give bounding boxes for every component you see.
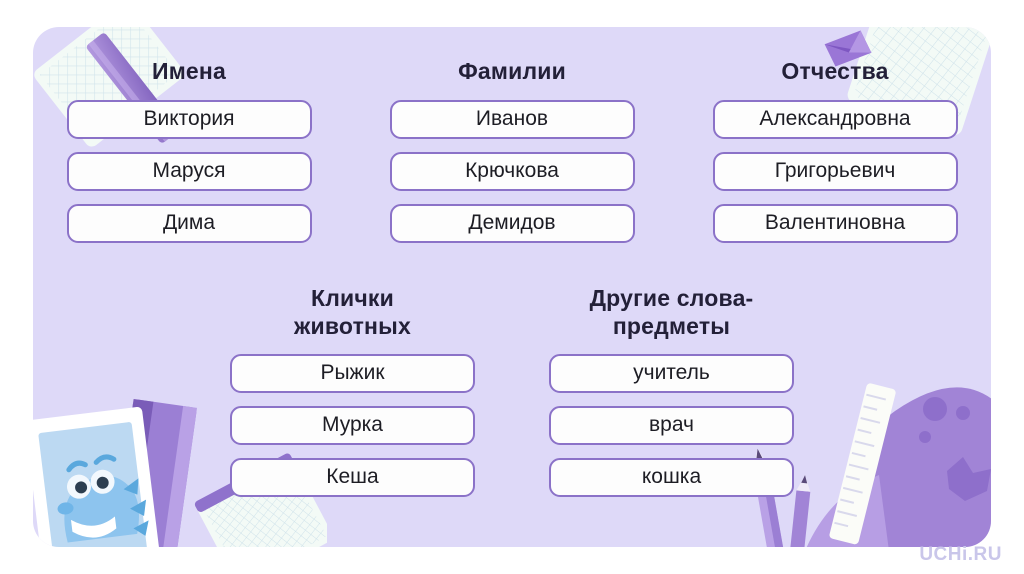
column-surnames: Фамилии Иванов Крючкова Демидов (389, 58, 635, 243)
common-nouns-row: Клички животных Рыжик Мурка Кеша Другие … (33, 285, 991, 498)
word-pill[interactable]: Рыжик (230, 354, 475, 394)
word-pill[interactable]: Григорьевич (712, 151, 958, 191)
word-pill[interactable]: Иванов (389, 99, 635, 139)
column-patronymics: Отчества Александровна Григорьевич Вален… (712, 58, 958, 243)
word-pill[interactable]: Кеша (230, 458, 475, 498)
word-pill[interactable]: Маруся (66, 151, 312, 191)
column-header-pet-names: Клички животных (294, 285, 411, 339)
word-pill[interactable]: Александровна (712, 99, 958, 139)
column-header-names: Имена (151, 58, 227, 84)
word-pill[interactable]: Демидов (389, 203, 635, 243)
word-pill[interactable]: Виктория (66, 99, 312, 139)
word-pill[interactable]: Крючкова (389, 151, 635, 191)
word-pill[interactable]: Валентиновна (712, 203, 958, 243)
word-pill[interactable]: учитель (549, 354, 794, 394)
proper-nouns-row: Имена Виктория Маруся Дима Фамилии Ивано… (33, 58, 991, 243)
word-pill[interactable]: кошка (549, 458, 794, 498)
word-pill[interactable]: Дима (66, 203, 312, 243)
column-header-patronymics: Отчества (781, 58, 889, 84)
uchi-ru-watermark: UCHi.RU (919, 544, 1002, 565)
word-pill[interactable]: врач (549, 406, 794, 446)
word-pill[interactable]: Мурка (230, 406, 475, 446)
column-header-surnames: Фамилии (458, 58, 566, 84)
content-card: Имена Виктория Маруся Дима Фамилии Ивано… (33, 27, 991, 547)
column-names: Имена Виктория Маруся Дима (66, 58, 312, 243)
column-pet-names: Клички животных Рыжик Мурка Кеша (230, 285, 475, 498)
column-header-other-words: Другие слова- предметы (589, 285, 754, 339)
column-other-words: Другие слова- предметы учитель врач кошк… (549, 285, 794, 498)
